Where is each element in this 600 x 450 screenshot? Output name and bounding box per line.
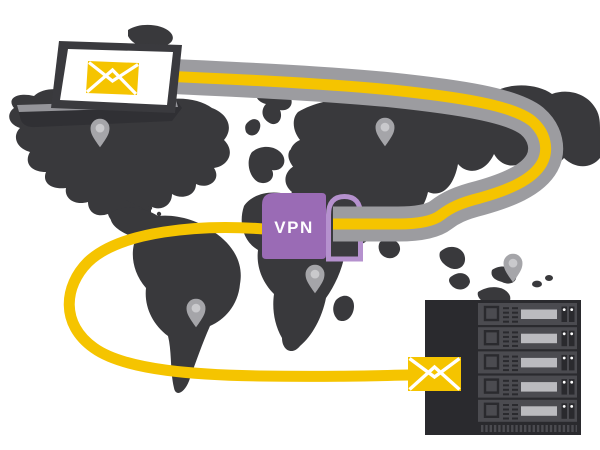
server-unit-4	[476, 374, 579, 399]
vpn-box: VPN	[262, 193, 326, 259]
map-arabia	[378, 239, 401, 259]
map-se-asia-island	[439, 246, 466, 270]
server-unit-2	[476, 326, 579, 351]
vpn-box-face	[262, 193, 326, 259]
map-madagascar	[333, 295, 354, 322]
server-unit-5	[476, 398, 579, 423]
vpn-label: VPN	[274, 218, 313, 237]
server-unit-1	[476, 301, 579, 327]
map-british-isles	[245, 119, 261, 136]
envelope-bottom-line	[408, 364, 461, 391]
mail-route-cable	[63, 222, 413, 382]
map-island	[147, 205, 153, 211]
map-west-europe	[248, 146, 285, 184]
vpn-tunnel-tube	[137, 57, 564, 242]
map-south-america	[110, 207, 241, 393]
map-new-zealand	[532, 280, 542, 288]
laptop-email-envelope-icon	[85, 61, 139, 96]
laptop	[17, 41, 182, 128]
map-greenland	[128, 24, 173, 48]
map-se-asia-island	[449, 273, 470, 290]
server-email-envelope-icon	[408, 357, 461, 391]
tube-yellow-core	[137, 69, 552, 230]
map-new-zealand	[545, 275, 553, 281]
envelope-bottom-line	[85, 67, 138, 96]
map-island	[156, 211, 162, 217]
envelope-flap-line	[408, 357, 461, 380]
server-unit-3	[476, 350, 579, 375]
envelope-flap-line	[88, 61, 139, 83]
